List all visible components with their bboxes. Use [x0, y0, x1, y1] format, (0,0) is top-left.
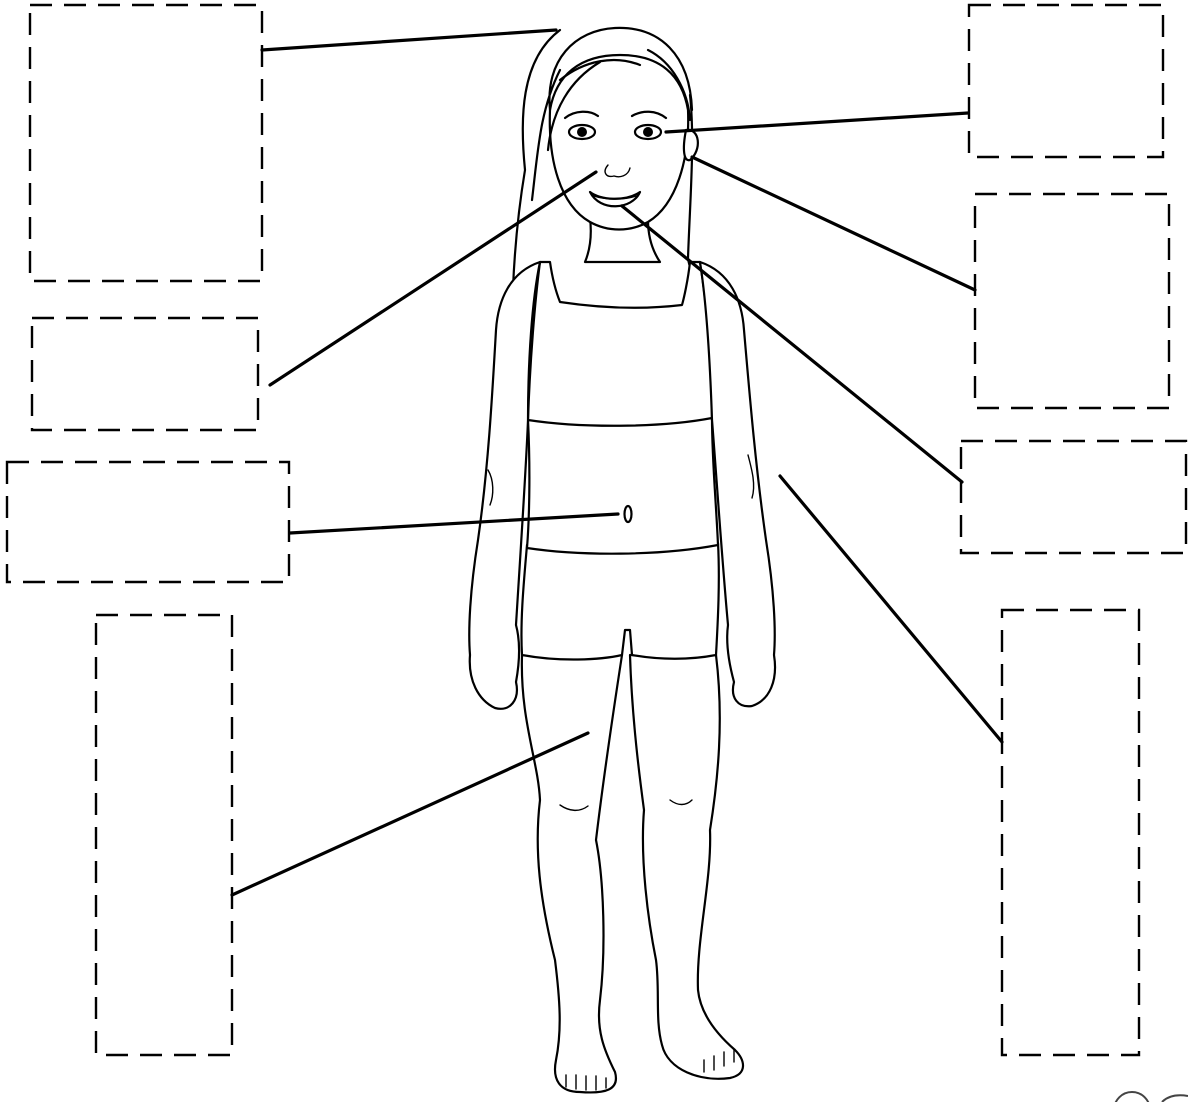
leader-line-ear: [692, 157, 975, 290]
logo-circle-icon: [1114, 1092, 1188, 1102]
face: [550, 55, 688, 230]
leader-line-hair: [262, 30, 556, 50]
right-eye: [643, 127, 653, 137]
leader-line-leg: [232, 733, 588, 895]
label-box-mouth[interactable]: [961, 441, 1186, 553]
belly: [527, 418, 718, 554]
label-box-eye[interactable]: [969, 5, 1163, 157]
right-leg: [630, 655, 743, 1079]
label-box-arm[interactable]: [1002, 610, 1139, 1055]
label-box-hair[interactable]: [30, 5, 262, 281]
label-box-ear[interactable]: [975, 194, 1169, 408]
label-box-belly-button[interactable]: [7, 462, 289, 582]
left-leg: [522, 655, 622, 1092]
label-box-nose[interactable]: [32, 318, 258, 430]
shorts: [521, 543, 718, 660]
girl-figure: [469, 28, 775, 1093]
ear: [684, 130, 698, 160]
label-box-leg[interactable]: [96, 615, 232, 1055]
left-eye: [577, 127, 587, 137]
leader-line-eye: [666, 113, 968, 132]
crop-top: [528, 262, 712, 426]
